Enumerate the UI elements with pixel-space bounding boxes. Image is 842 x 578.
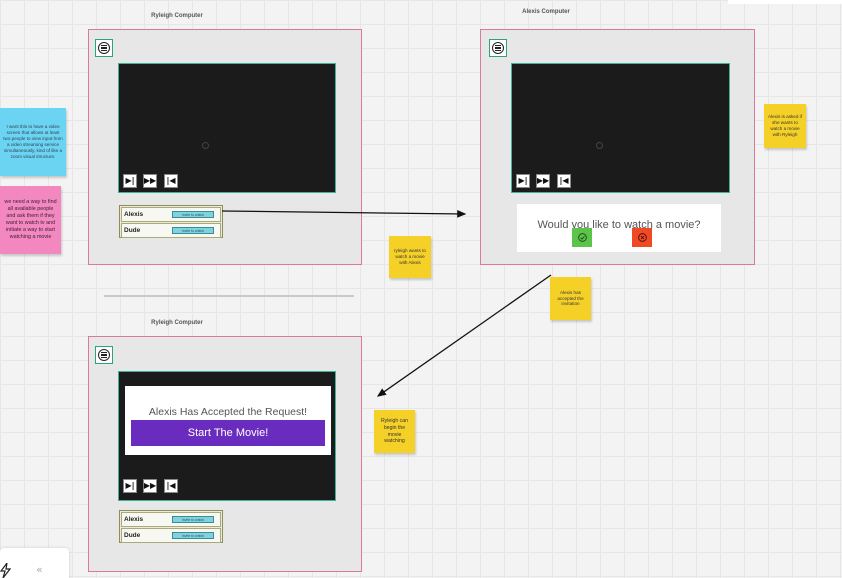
watch-invite-prompt: Would you like to watch a movie? — [517, 204, 721, 252]
double-chevron-left-icon[interactable]: « — [36, 563, 43, 576]
play-button[interactable]: ▶| — [123, 479, 137, 493]
video-screen[interactable]: ▶| ▶▶ |◀ — [118, 63, 336, 193]
video-screen[interactable]: ▶| ▶▶ |◀ Alexis Has Accepted the Request… — [118, 371, 336, 501]
menu-button[interactable] — [489, 39, 507, 57]
play-button[interactable]: ▶| — [516, 174, 530, 188]
frame-title-alexis: Alexis Computer — [522, 9, 570, 15]
user-name: Alexis — [124, 211, 144, 218]
user-list: Alexis Invite to watch Dude Invite to wa… — [119, 510, 223, 543]
x-icon — [637, 233, 647, 242]
frame-title-ryleigh-bottom: Ryleigh Computer — [151, 320, 203, 326]
section-divider — [104, 295, 354, 297]
sticky-note-find-people[interactable]: we need a way to find all available peop… — [0, 186, 61, 254]
check-icon — [577, 233, 587, 242]
decline-button[interactable] — [632, 228, 652, 247]
sticky-note-goal[interactable]: I want this to have a video screen that … — [0, 108, 66, 176]
invite-button[interactable]: Invite to watch — [172, 227, 214, 234]
invite-button[interactable]: Invite to watch — [172, 532, 214, 539]
user-row-dude[interactable]: Dude Invite to watch — [121, 528, 221, 543]
top-right-panel — [728, 0, 842, 4]
user-row-alexis[interactable]: Alexis Invite to watch — [121, 207, 221, 222]
fast-forward-button[interactable]: ▶▶ — [536, 174, 550, 188]
menu-button[interactable] — [95, 346, 113, 364]
invite-button[interactable]: Invite to watch — [172, 516, 214, 523]
frame-title-ryleigh-top: Ryleigh Computer — [151, 13, 203, 19]
play-button[interactable]: ▶| — [123, 174, 137, 188]
sticky-note-ryleigh-wants[interactable]: ryleigh wants to watch a movie with Alex… — [389, 236, 431, 278]
user-name: Dude — [124, 532, 141, 539]
accept-button[interactable] — [572, 228, 592, 247]
sticky-note-alexis-asked[interactable]: Alexis is asked if she wants to watch a … — [764, 104, 806, 148]
ryleigh-computer-frame-top[interactable]: ▶| ▶▶ |◀ Alexis Invite to watch Dude Inv… — [88, 29, 362, 265]
user-name: Alexis — [124, 516, 144, 523]
start-movie-button[interactable]: Start The Movie! — [131, 420, 325, 446]
user-list: Alexis Invite to watch Dude Invite to wa… — [119, 205, 223, 238]
alexis-computer-frame[interactable]: ▶| ▶▶ |◀ Would you like to watch a movie… — [480, 29, 755, 265]
ryleigh-computer-frame-bottom[interactable]: ▶| ▶▶ |◀ Alexis Has Accepted the Request… — [88, 336, 362, 572]
menu-circle-icon — [98, 349, 110, 361]
user-row-dude[interactable]: Dude Invite to watch — [121, 223, 221, 238]
board-toolbar-panel — [0, 548, 69, 578]
sticky-note-alexis-accepted[interactable]: Alexis has accepted the invitation — [550, 277, 591, 320]
user-name: Dude — [124, 227, 141, 234]
loading-indicator — [596, 142, 603, 149]
menu-button[interactable] — [95, 39, 113, 57]
restart-button[interactable]: |◀ — [557, 174, 571, 188]
arrow-accept-to-ryleigh — [376, 274, 552, 397]
request-accepted-dialog: Alexis Has Accepted the Request! Start T… — [125, 386, 331, 455]
arrow-invite-to-alexis — [221, 210, 467, 218]
user-row-alexis[interactable]: Alexis Invite to watch — [121, 512, 221, 527]
restart-button[interactable]: |◀ — [164, 174, 178, 188]
loading-indicator — [202, 142, 209, 149]
video-screen[interactable]: ▶| ▶▶ |◀ — [511, 63, 730, 193]
fast-forward-button[interactable]: ▶▶ — [143, 479, 157, 493]
invite-button[interactable]: Invite to watch — [172, 211, 214, 218]
accepted-message: Alexis Has Accepted the Request! — [148, 406, 308, 418]
restart-button[interactable]: |◀ — [164, 479, 178, 493]
sticky-note-ryleigh-begin[interactable]: Ryleigh can begin the movie watching — [374, 410, 415, 453]
menu-circle-icon — [492, 42, 504, 54]
menu-circle-icon — [98, 42, 110, 54]
lightning-icon[interactable] — [0, 563, 11, 578]
fast-forward-button[interactable]: ▶▶ — [143, 174, 157, 188]
